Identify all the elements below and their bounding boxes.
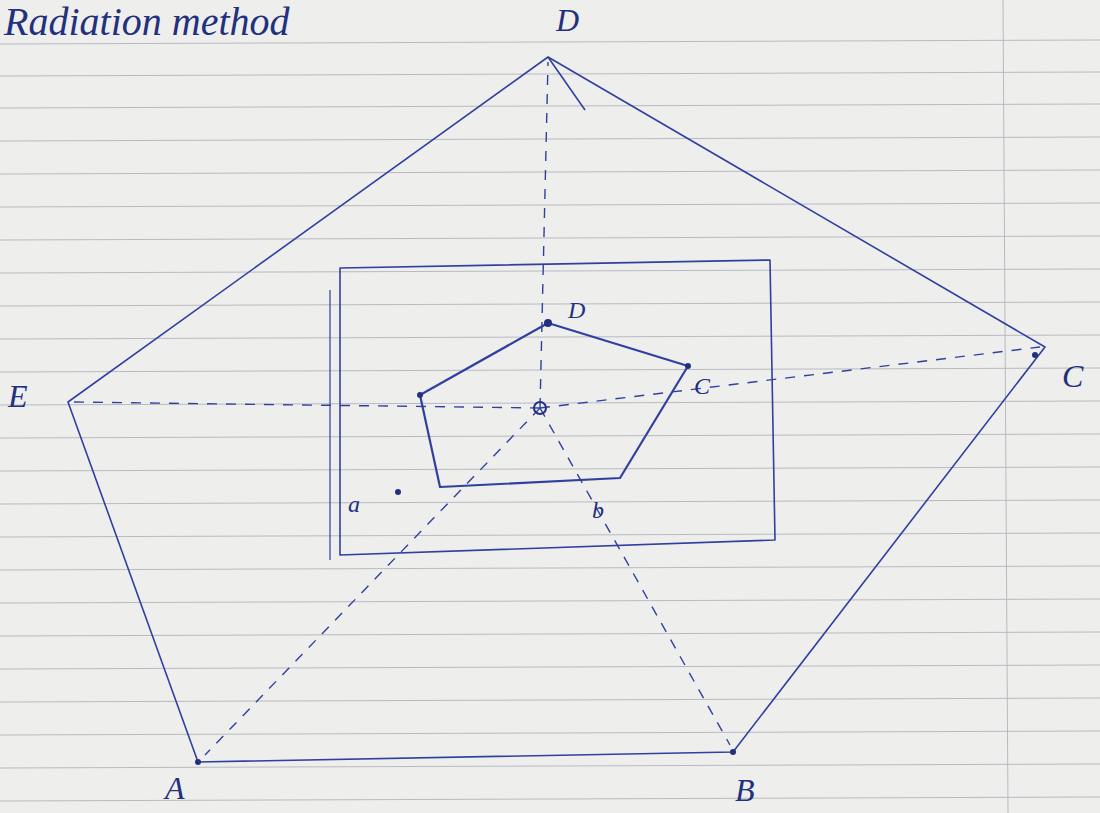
vertex-label: C [1062,360,1083,392]
diagram-title: Radiation method [4,2,290,42]
vertex-label: B [735,774,755,806]
vertex-label: D [556,4,579,36]
field-pentagon [68,57,1045,762]
plotted-pentagon [420,323,688,487]
radiating-rays [72,62,1040,755]
plotted-point-label: a [348,492,360,516]
ink-tick [548,57,585,110]
plotted-point-label: D [568,298,585,322]
plotted-point-label: C [694,374,710,398]
vertex-label: A [165,772,185,804]
plane-table-board [340,260,775,555]
station-points [195,319,1038,765]
plotted-point-label: b [592,498,604,522]
vertex-label: E [8,380,28,412]
